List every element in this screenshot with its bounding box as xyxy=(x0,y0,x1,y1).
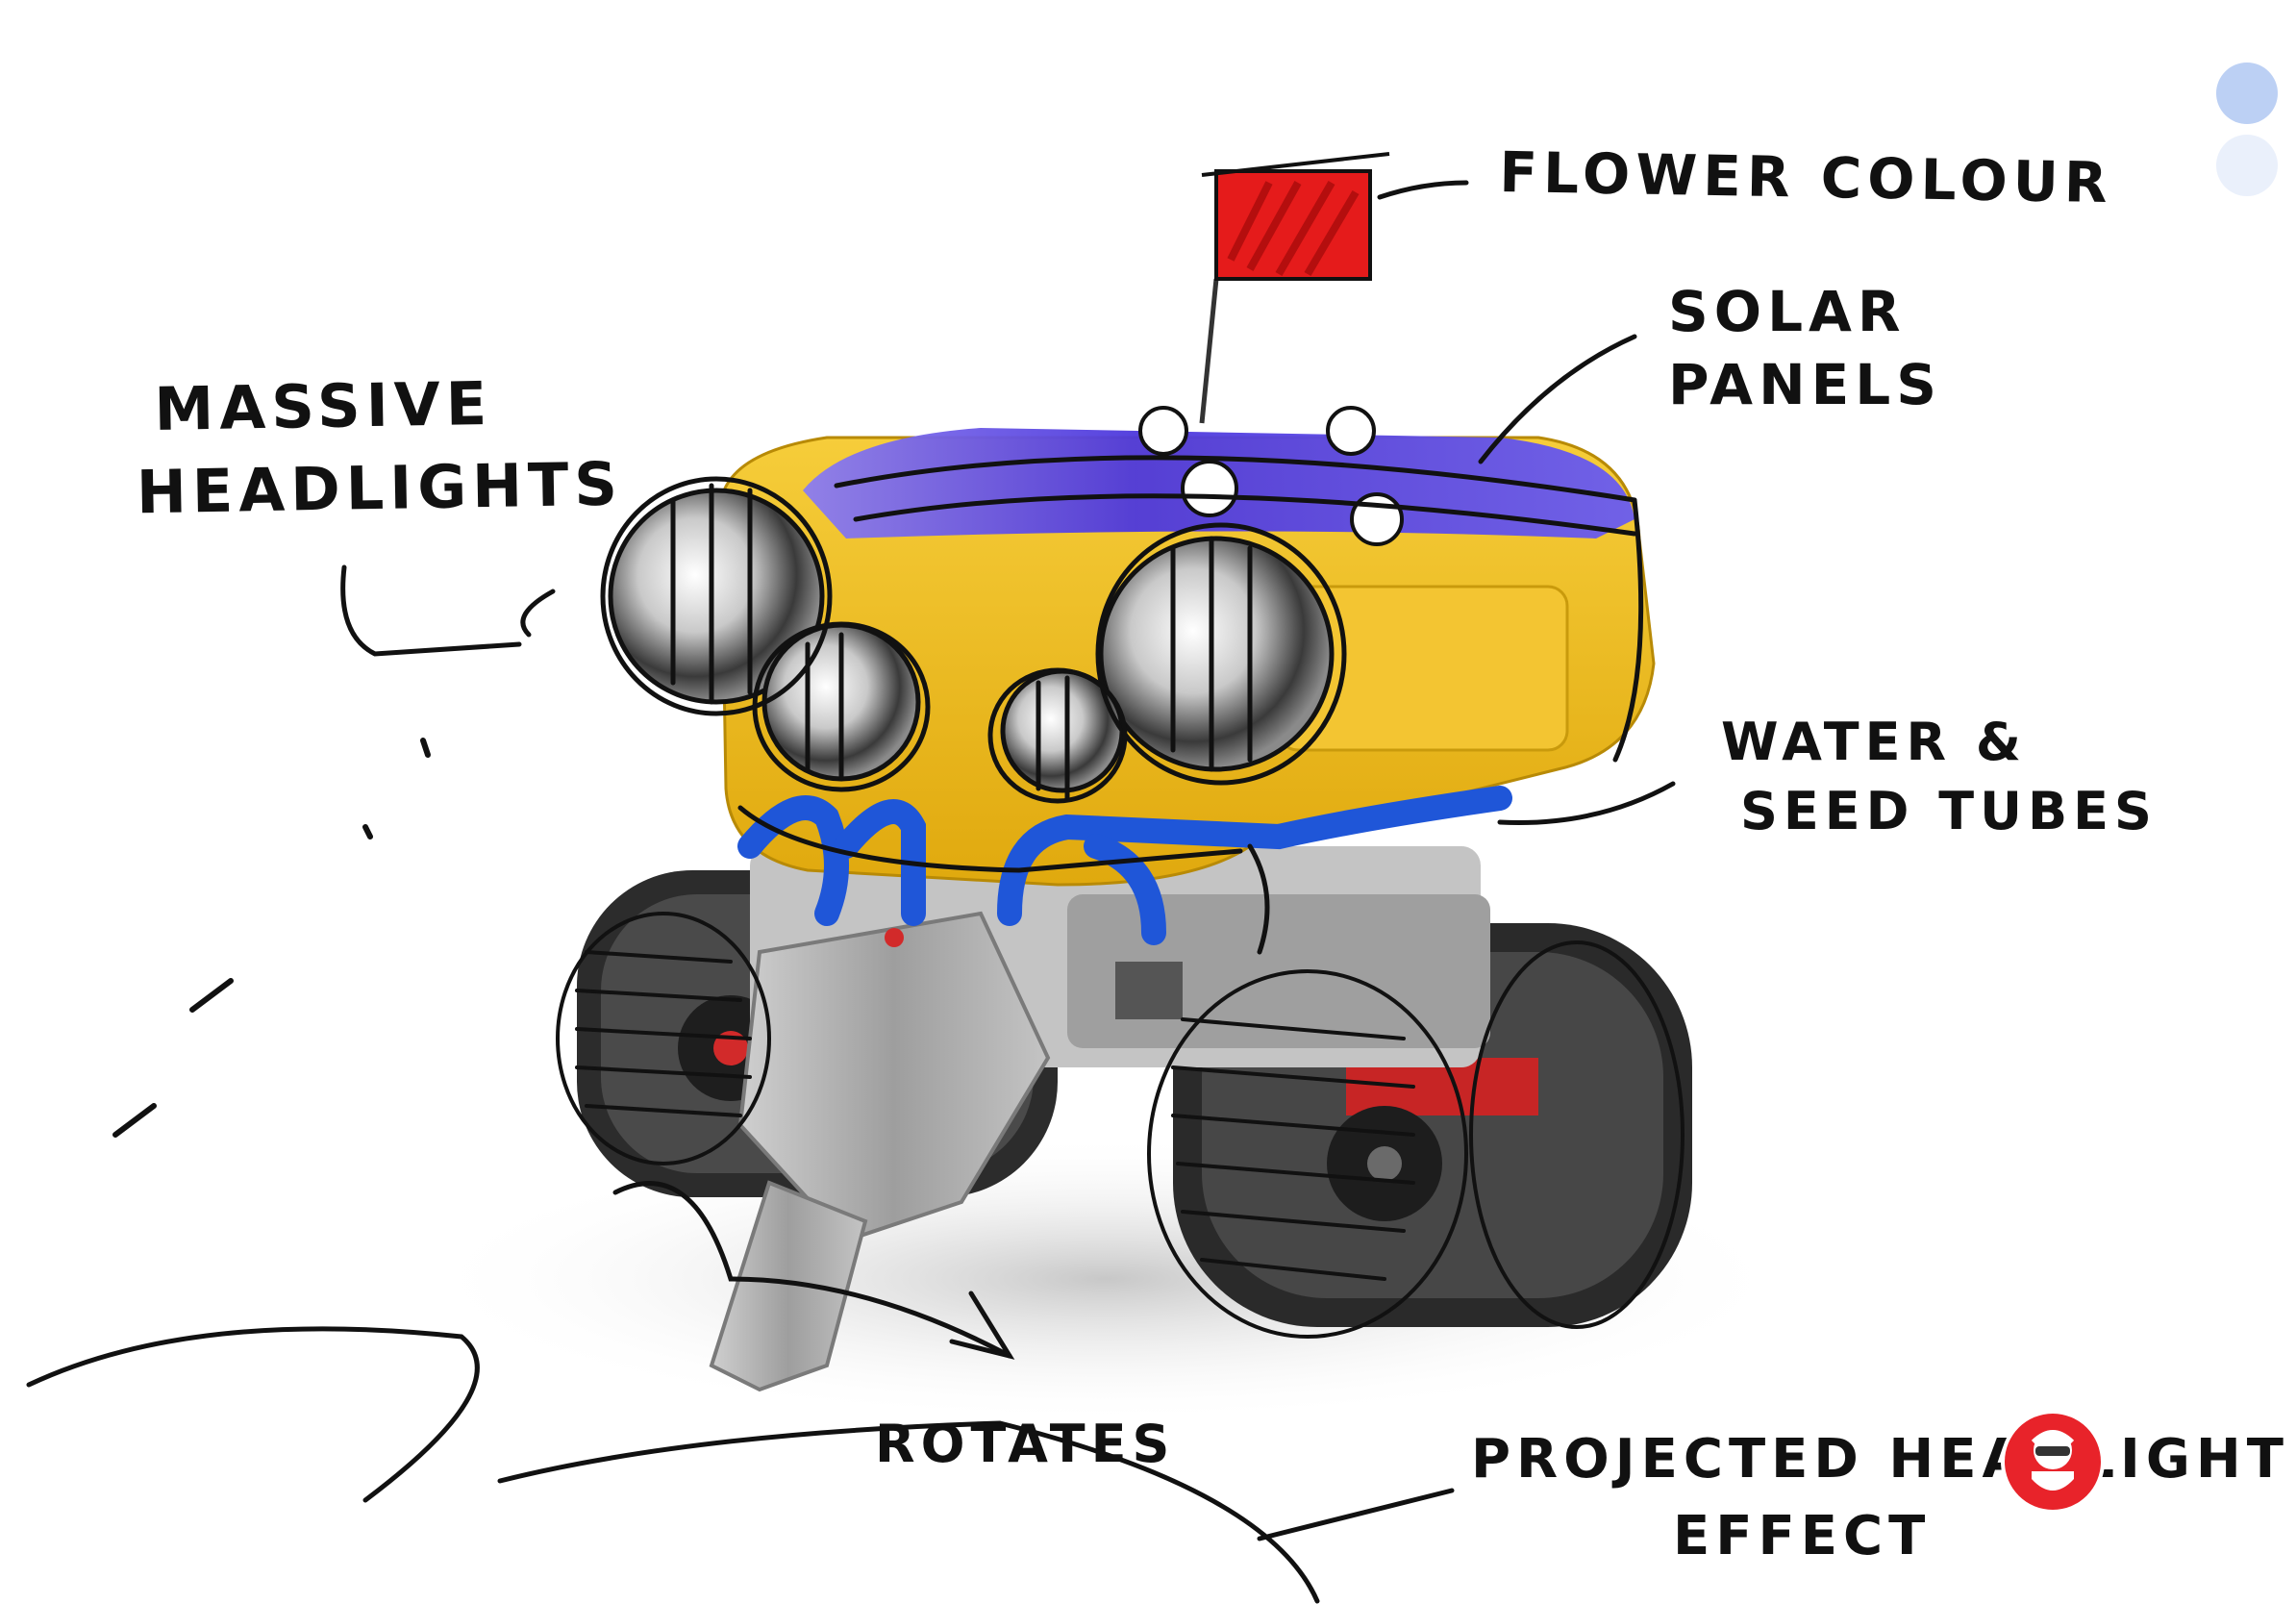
annotation-solar-panels: SOLAR PANELS xyxy=(1668,279,1942,417)
headlight-ink-strokes xyxy=(600,476,1347,804)
annotation-water-seed-tubes: WATER & SEED TUBES xyxy=(1721,712,2158,841)
stray-marks xyxy=(112,738,431,1138)
annotation-massive-headlights: MASSIVE HEADLIGHTS xyxy=(136,367,624,528)
annotation-projected-headlight-effect: PROJECTED HEADLIGHT EFFECT xyxy=(1471,1428,2289,1567)
avatar-face-icon xyxy=(2031,1430,2075,1491)
color-dot-icon[interactable] xyxy=(2216,63,2278,124)
avatar-badge-icon[interactable] xyxy=(2005,1414,2101,1510)
leader-lines xyxy=(26,180,1676,1604)
color-dot-icon[interactable] xyxy=(2216,135,2278,196)
annotation-rotates: ROTATES xyxy=(875,1414,1176,1474)
drill-head xyxy=(709,911,1051,1392)
annotation-flower-colour: FLOWER COLOUR xyxy=(1498,139,2114,216)
flag xyxy=(1199,152,1390,424)
water-seed-tubes xyxy=(737,786,1512,945)
track-ink-strokes xyxy=(556,912,1685,1339)
body-ink-strokes xyxy=(737,455,1644,955)
